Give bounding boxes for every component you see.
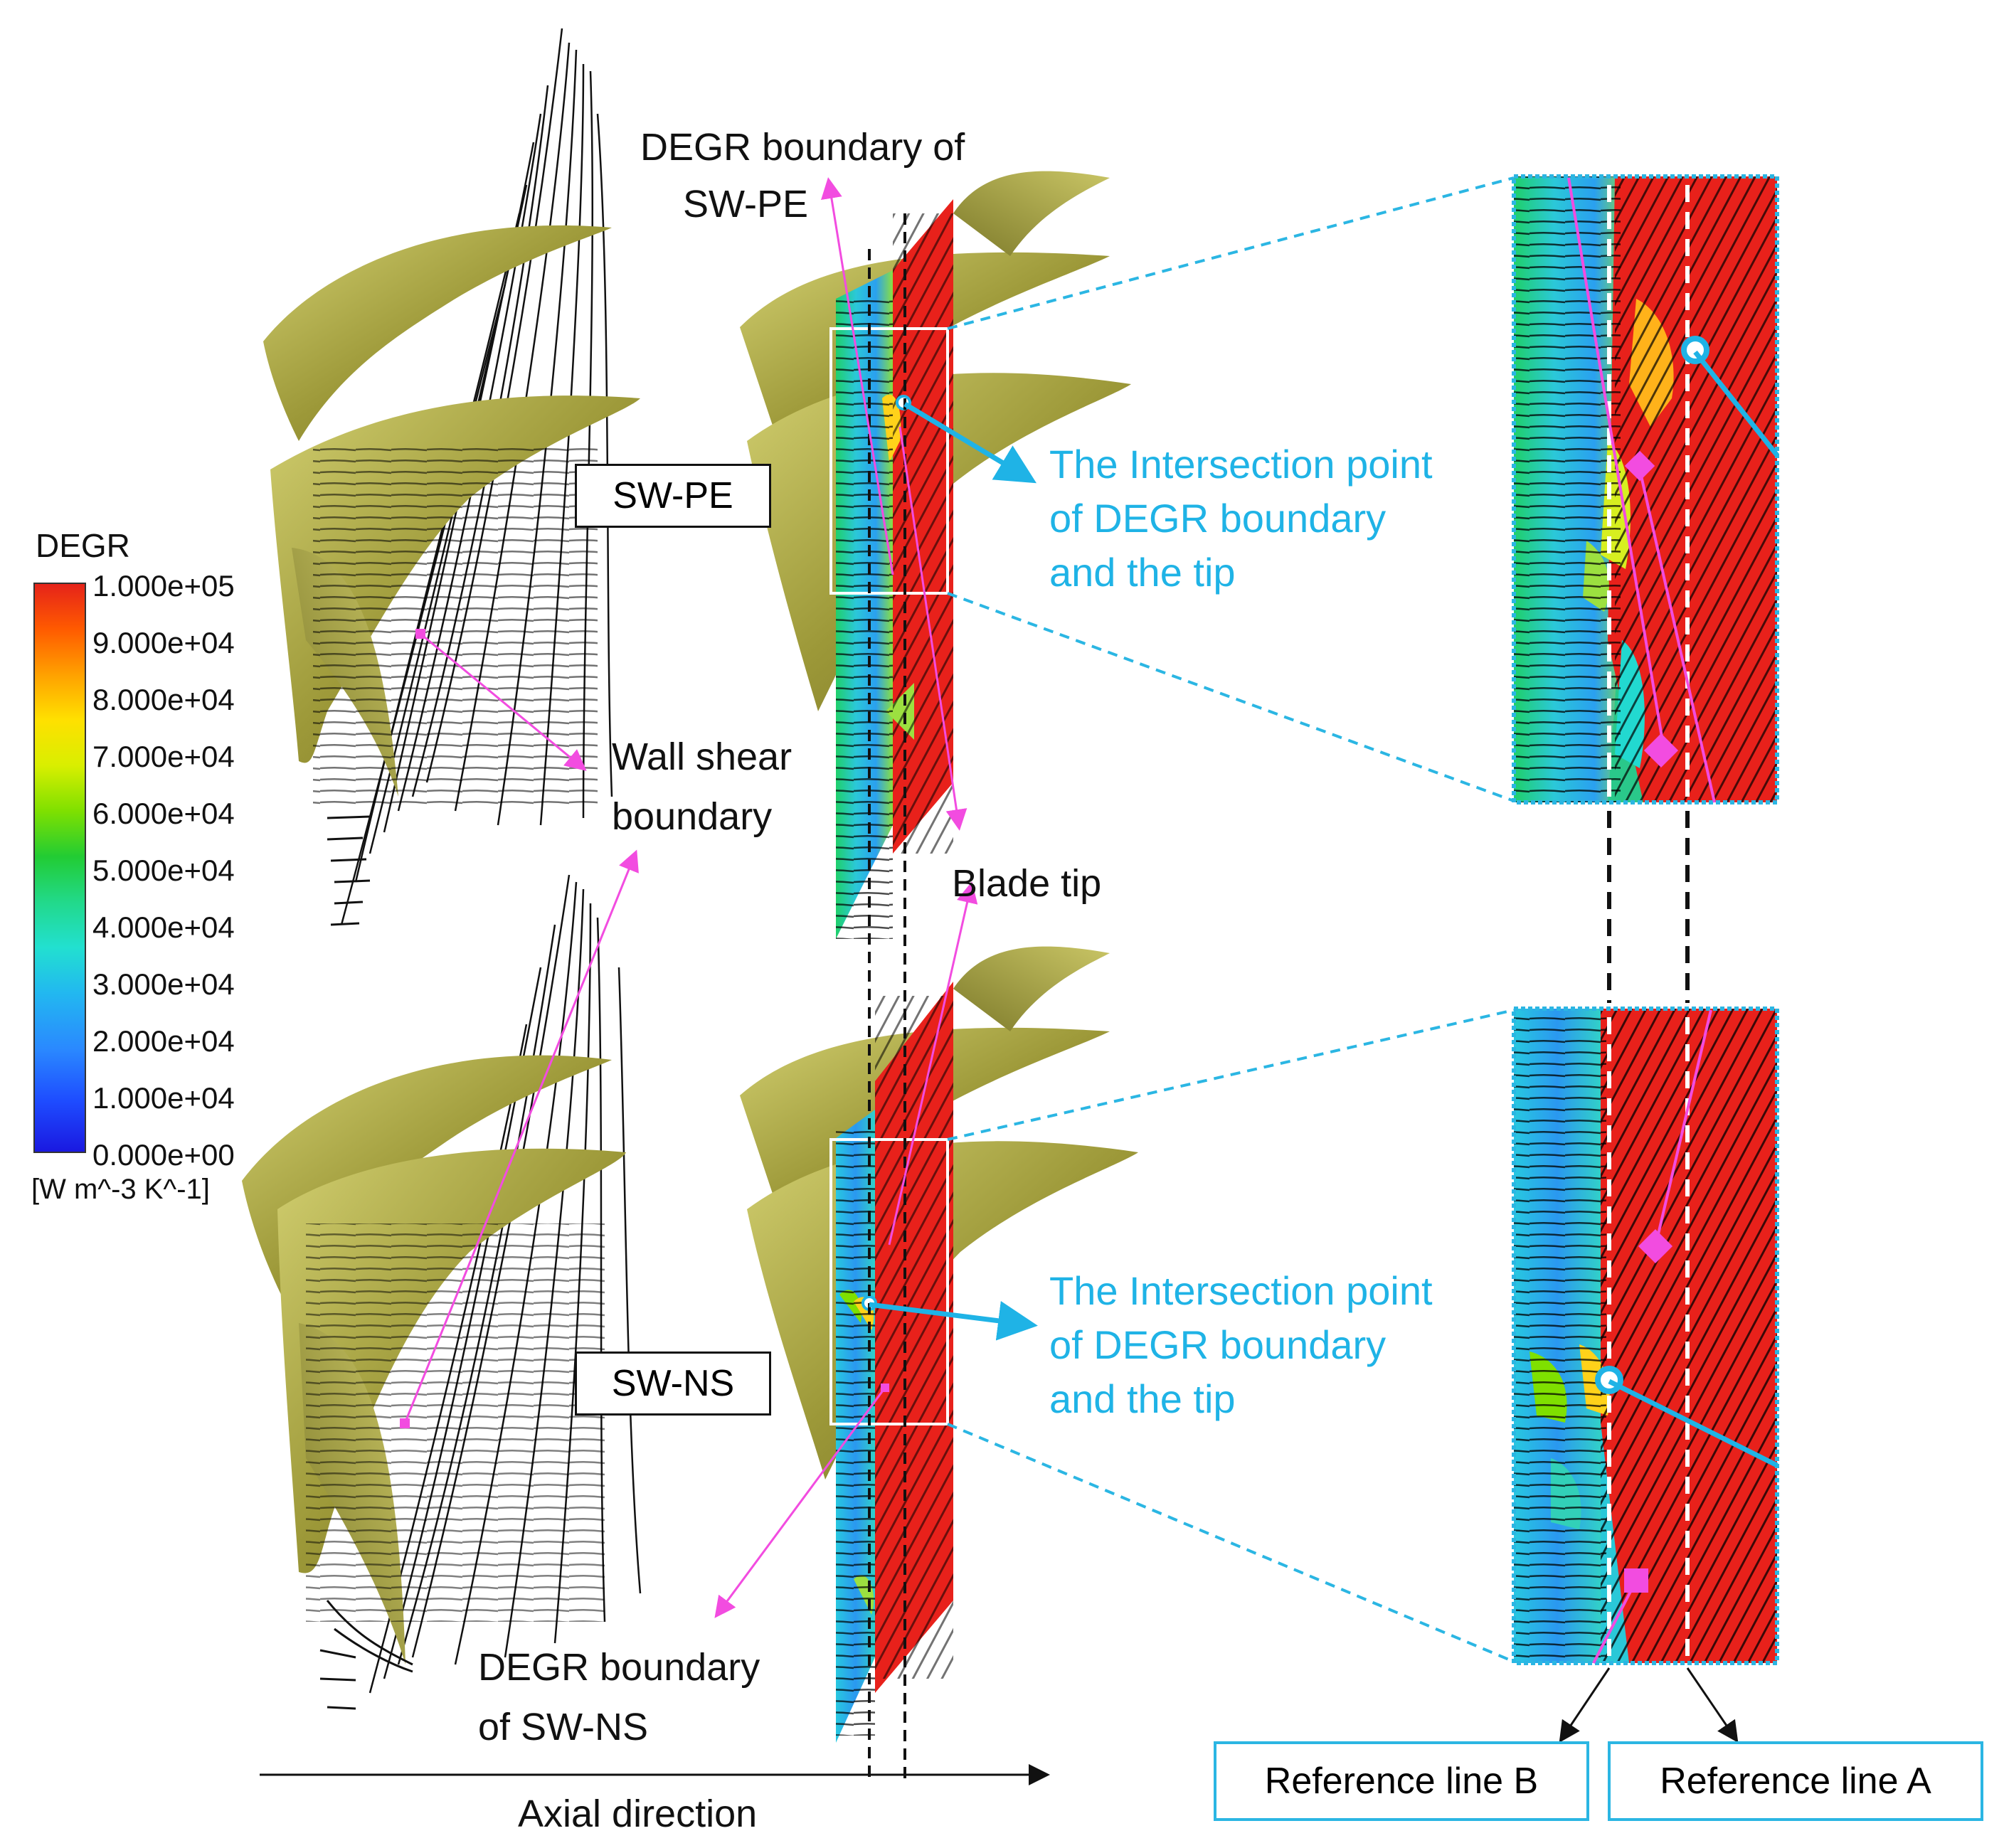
zoom-lines xyxy=(947,176,1515,1663)
blade-tip-label: Blade tip xyxy=(952,862,1102,905)
blade-wall-shear-pe xyxy=(263,28,640,926)
reference-arrows xyxy=(1559,1667,1739,1743)
colorbar-tick: 2.000e+04 xyxy=(92,1024,235,1058)
blade-upper-pe xyxy=(263,225,612,441)
case-label-sw-ns: SW-NS xyxy=(575,1352,771,1416)
zoom-border-pe xyxy=(1512,174,1779,804)
intersection-label-pe-1: The Intersection point xyxy=(1049,442,1433,487)
degr-boundary-pe-label-2: SW-PE xyxy=(683,183,809,225)
colorbar xyxy=(33,583,86,1153)
degr-boundary-ns-label-1: DEGR boundary xyxy=(478,1646,760,1689)
intersection-arrows xyxy=(869,350,1779,1468)
colorbar-tick: 6.000e+04 xyxy=(92,797,235,830)
blade-upper-ns xyxy=(242,1055,612,1302)
zoom-panel-ns xyxy=(1512,1007,1779,1665)
colorbar-tick: 1.000e+04 xyxy=(92,1081,235,1115)
colorbar-tick: 1.000e+05 xyxy=(92,569,235,602)
colorbar-tick: 9.000e+04 xyxy=(92,626,235,659)
cfd-pe xyxy=(740,171,1131,939)
colorbar-tick: 4.000e+04 xyxy=(92,910,235,944)
middle-reference-lines xyxy=(868,213,906,1778)
zoom-border-ns xyxy=(1512,1007,1779,1665)
intersection-label-ns-3: and the tip xyxy=(1049,1376,1236,1421)
colorbar-tick: 0.000e+00 xyxy=(92,1138,235,1172)
cfd-ns xyxy=(740,946,1138,1743)
zoom-panel-pe xyxy=(1512,174,1779,804)
colorbar-tick: 5.000e+04 xyxy=(92,854,235,887)
zoom-frame-ns xyxy=(829,1138,949,1425)
intersection-label-ns-2: of DEGR boundary xyxy=(1049,1322,1387,1367)
wall-shear-label-1: Wall shear xyxy=(612,736,792,778)
colorbar-tick: 3.000e+04 xyxy=(92,967,235,1001)
zoom-frame-pe xyxy=(829,327,949,595)
wall-shear-label-2: boundary xyxy=(612,795,773,838)
degr-boundary-ns-label-2: of SW-NS xyxy=(478,1706,649,1748)
colorbar-title: DEGR xyxy=(36,527,130,564)
colorbar-tick: 7.000e+04 xyxy=(92,740,235,773)
zoom-connectors xyxy=(1607,811,1690,1003)
intersection-label-ns-1: The Intersection point xyxy=(1049,1268,1433,1313)
colorbar-gradient xyxy=(33,583,86,1153)
degr-boundary-pe-label-1: DEGR boundary of xyxy=(640,126,965,169)
case-label-sw-pe: SW-PE xyxy=(575,464,771,528)
intersection-label-pe-3: and the tip xyxy=(1049,550,1236,595)
blade-wall-shear-ns xyxy=(242,874,642,1710)
reference-line-b-box: Reference line B xyxy=(1214,1741,1589,1821)
reference-line-a-box: Reference line A xyxy=(1608,1741,1983,1821)
axial-direction-label: Axial direction xyxy=(518,1793,758,1835)
tip-marker-pe-2 xyxy=(1643,733,1679,768)
colorbar-unit: [W m^-3 K^-1] xyxy=(31,1174,210,1205)
colorbar-tick: 8.000e+04 xyxy=(92,683,235,716)
intersection-point-pe xyxy=(1681,336,1709,364)
annotation-arrows xyxy=(403,177,978,1618)
intersection-label-pe-2: of DEGR boundary xyxy=(1049,496,1387,541)
